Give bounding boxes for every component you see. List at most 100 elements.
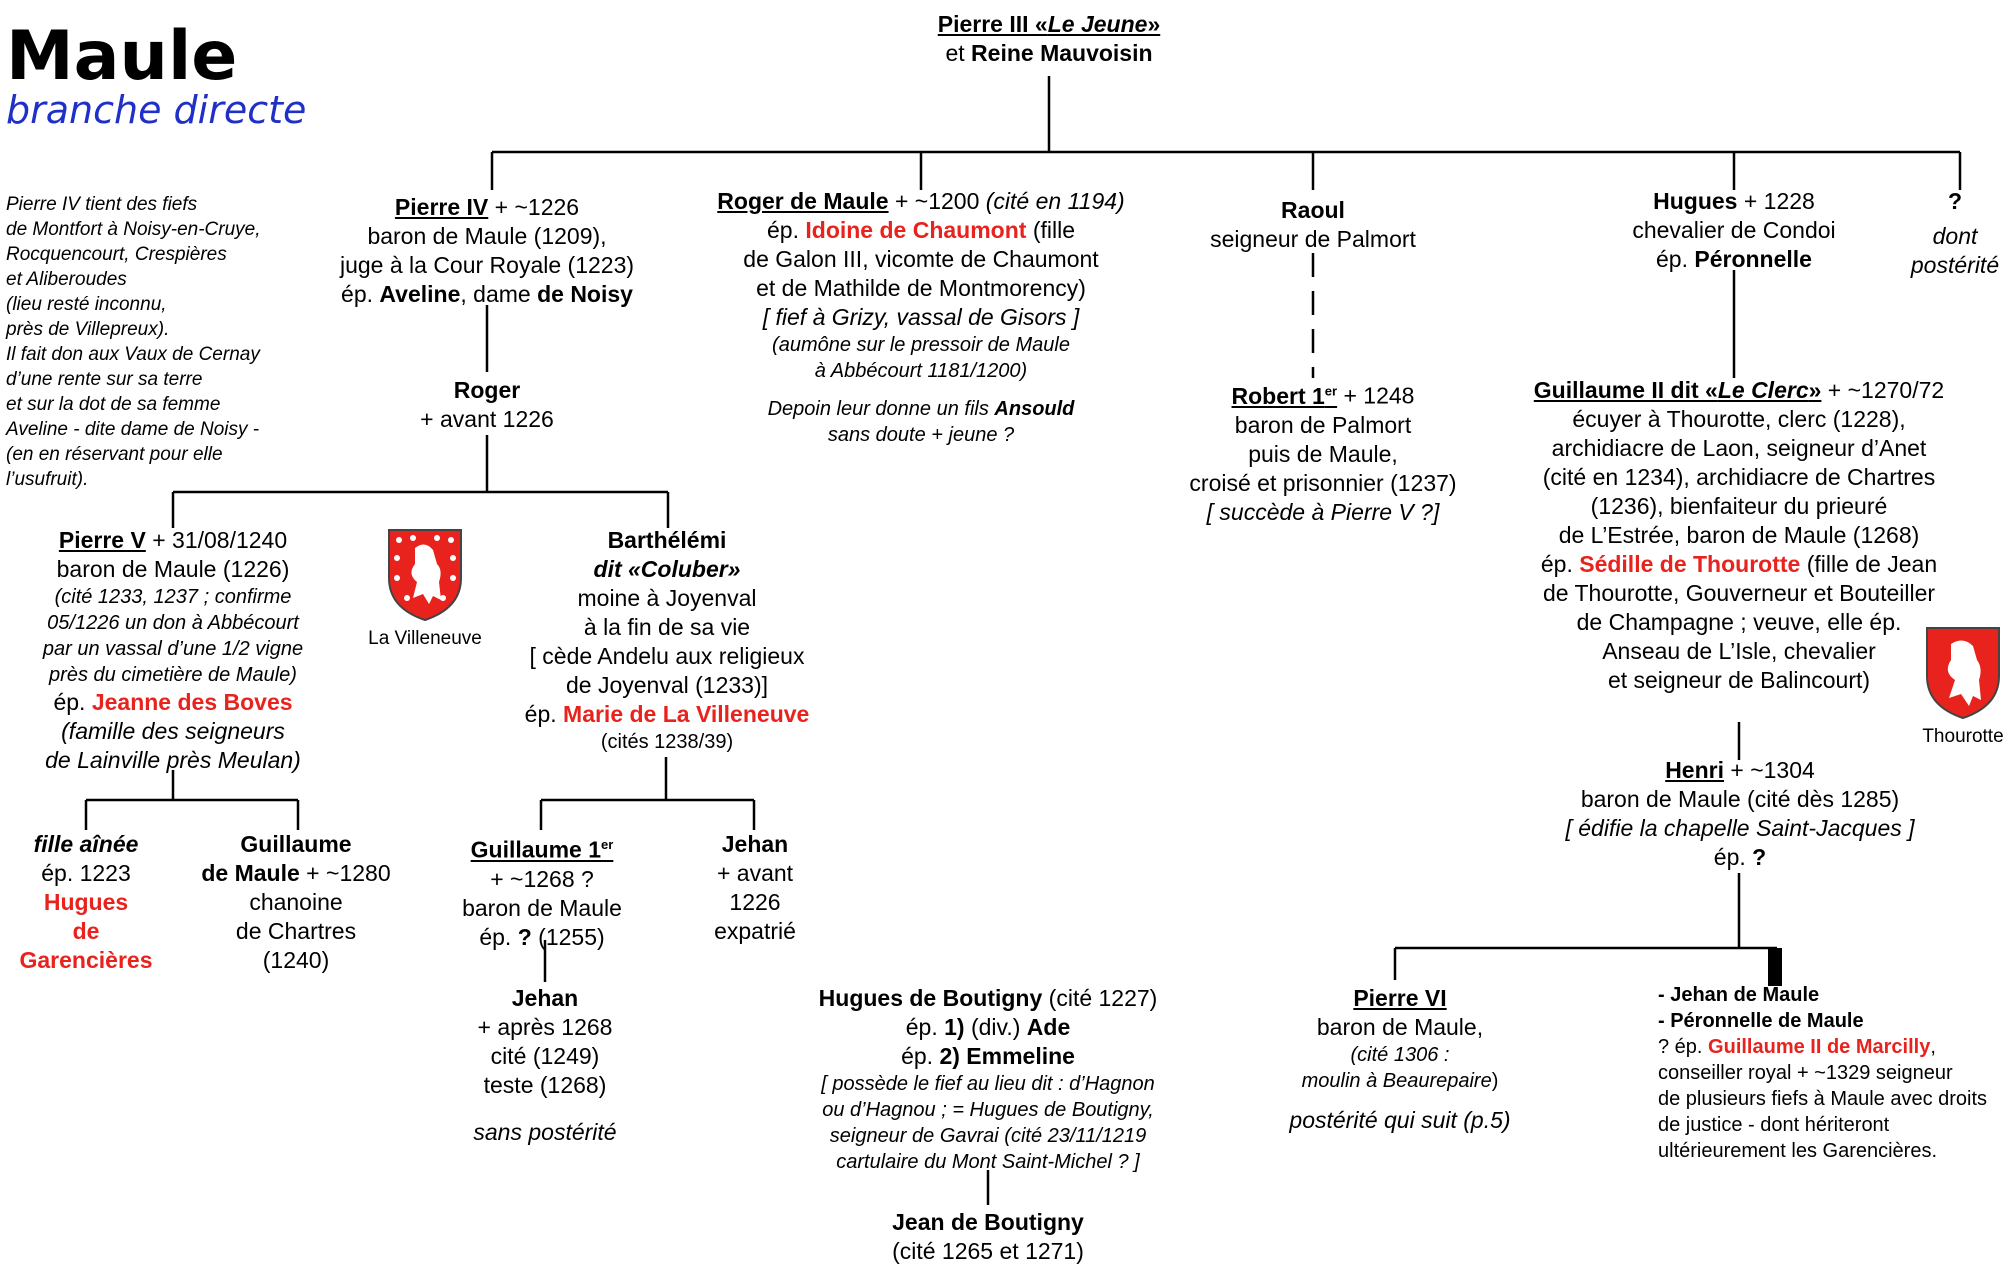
- death-date: 1226: [729, 889, 781, 915]
- cite: (cité en 1194): [985, 188, 1125, 214]
- note-line: (lieu resté inconnu,: [6, 294, 167, 315]
- text-line: (famille des seigneurs: [61, 718, 285, 744]
- person-name: Jehan: [511, 985, 579, 1011]
- title-line: (1240): [262, 947, 330, 973]
- cite: (cité 1265 et 1271): [892, 1238, 1084, 1264]
- note-line: cartulaire du Mont Saint-Michel ? ]: [836, 1151, 1140, 1173]
- text-line: sans doute + jeune ?: [827, 424, 1015, 446]
- spouse-name: Aveline: [379, 281, 461, 307]
- note-line: d’une rente sur sa terre: [6, 369, 203, 390]
- person-name: Pierre IV: [394, 194, 489, 220]
- note-line: [ possède le fief au lieu dit : d’Hagnon: [821, 1073, 1155, 1095]
- spouse-name: Garencières: [19, 947, 153, 973]
- text: ép.: [479, 923, 518, 950]
- note-line: près de Villepreux).: [6, 319, 170, 340]
- nickname-close: »: [1808, 377, 1822, 403]
- person-name: Jehan: [721, 831, 789, 857]
- note-line: l’usufruit).: [6, 469, 89, 490]
- person-pierre-v: Pierre V + 31/08/1240 baron de Maule (12…: [15, 526, 331, 775]
- marriage-number: 1): [944, 1014, 965, 1040]
- note-line: [ édifie la chapelle Saint-Jacques ]: [1565, 815, 1915, 841]
- note-line: (cité 1233, 1237 ; confirme: [54, 586, 292, 608]
- person-roger: Roger + avant 1226: [367, 376, 607, 434]
- text-line: postérité: [1910, 252, 2000, 278]
- person-raoul: Raoul seigneur de Palmort: [1163, 196, 1463, 254]
- spouse-name: Guillaume II de Marcilly: [1708, 1036, 1931, 1058]
- person-fille-ainee: fille aînée ép. 1223 Hugues de Garencièr…: [6, 830, 166, 975]
- title-line: écuyer à Thourotte, clerc (1228),: [1572, 406, 1906, 432]
- marriage-number: 2): [939, 1043, 960, 1069]
- person-name: Raoul: [1281, 197, 1345, 223]
- person-name: Hugues de Boutigny: [818, 985, 1043, 1011]
- death-date: + après 1268: [477, 1014, 613, 1040]
- spouse-name: de: [72, 918, 100, 944]
- spouse-name: Marie de La Villeneuve: [563, 701, 810, 727]
- text-line: de justice - dont hériteront: [1658, 1114, 1890, 1136]
- shield-icon: [1926, 627, 2000, 720]
- title-line: baron de Palmort: [1234, 411, 1412, 438]
- cite: (cité 1306 :: [1350, 1044, 1450, 1066]
- person-name: Jean de Boutigny: [892, 1209, 1084, 1235]
- person-jehan-expatrie: Jehan + avant 1226 expatrié: [680, 830, 830, 946]
- text: ép.: [767, 217, 806, 243]
- note-line: Rocquencourt, Crespières: [6, 244, 227, 265]
- text-line: teste (1268): [483, 1072, 607, 1098]
- title-line: expatrié: [714, 918, 796, 944]
- text: (fille: [1026, 217, 1075, 243]
- text-line: Anseau de L’Isle, chevalier: [1602, 638, 1876, 664]
- text-line: [ fief à Grizy, vassal de Gisors ]: [762, 304, 1080, 330]
- spouse-name: Ade: [1026, 1014, 1071, 1040]
- spouse-name: Hugues: [43, 889, 129, 915]
- title-line: chanoine: [249, 889, 343, 915]
- text-line: sans postérité: [473, 1119, 617, 1145]
- text-line: (aumône sur le pressoir de Maule: [772, 334, 1070, 356]
- text: ,: [1930, 1036, 1936, 1058]
- person-henri: Henri + ~1304 baron de Maule (cité dès 1…: [1530, 756, 1950, 872]
- title-line: chevalier de Condoi: [1632, 217, 1836, 243]
- person-name: Pierre VI: [1353, 985, 1447, 1011]
- text-line: et de Mathilde de Montmorency): [756, 275, 1086, 301]
- spouse-name: Péronnelle: [1694, 246, 1812, 272]
- note-line: et sur la dot de sa femme: [6, 394, 221, 415]
- title-line: baron de Maule: [462, 894, 622, 921]
- person-hugues-de-boutigny: Hugues de Boutigny (cité 1227) ép. 1) (d…: [768, 984, 1208, 1175]
- title-line: archidiacre de Laon, seigneur d’Anet: [1551, 435, 1927, 461]
- text-line: [ cède Andelu aux religieux: [529, 643, 805, 669]
- text-line: de plusieurs fiefs à Maule avec droits: [1658, 1088, 1988, 1110]
- person-jean-de-boutigny: Jean de Boutigny (cité 1265 et 1271): [820, 1208, 1156, 1266]
- title-line: seigneur de Palmort: [1210, 226, 1416, 252]
- person-name: Roger: [453, 377, 521, 403]
- shield-icon: [388, 529, 462, 622]
- text: ép.: [901, 1043, 940, 1069]
- note-line: de Montfort à Noisy-en-Cruye,: [6, 219, 261, 240]
- text-line: de Thourotte, Gouverneur et Bouteiller: [1542, 580, 1936, 606]
- person-name: Guillaume: [240, 831, 352, 857]
- person-unknown: ? dont postérité: [1900, 187, 2010, 280]
- note-line: (en en réservant pour elle: [6, 444, 223, 465]
- death-date: + ~1226: [488, 194, 580, 220]
- title-line: baron de Maule (cité dès 1285): [1580, 786, 1900, 812]
- text-line: ultérieurement les Garencières.: [1658, 1140, 1938, 1162]
- person-name: Roger de Maule: [717, 188, 889, 214]
- death-date: + avant: [716, 860, 794, 886]
- title-line: baron de Maule (1209),: [367, 223, 607, 249]
- persons-jehan-peronnelle: - Jehan de Maule - Péronnelle de Maule ?…: [1658, 982, 2010, 1164]
- person-robert-1er: Robert 1er + 1248 baron de Palmort puis …: [1163, 376, 1483, 527]
- spouse-name: Idoine de Chaumont: [805, 217, 1027, 243]
- nickname-close: »: [1147, 11, 1161, 37]
- person-name: Guillaume II dit «: [1533, 377, 1718, 403]
- crest-label: La Villeneuve: [368, 628, 482, 649]
- ordinal-suffix: er: [601, 837, 614, 852]
- person-name: fille aînée: [33, 831, 139, 857]
- text: (fille de Jean: [1800, 551, 1938, 577]
- title-line: puis de Maule,: [1248, 440, 1398, 467]
- title-line: baron de Maule,: [1316, 1014, 1484, 1040]
- note-line: 05/1226 un don à Abbécourt: [47, 612, 299, 634]
- cite: moulin à Beaurepaire: [1301, 1070, 1492, 1092]
- person-jehan-sans-posterite: Jehan + après 1268 cité (1249) teste (12…: [430, 984, 660, 1147]
- text-line: à Abbécourt 1181/1200): [814, 360, 1028, 382]
- text: ép.: [905, 1014, 945, 1040]
- person-guillaume-ii: Guillaume II dit «Le Clerc» + ~1270/72 é…: [1508, 376, 1970, 695]
- text-line: dont: [1932, 223, 1978, 249]
